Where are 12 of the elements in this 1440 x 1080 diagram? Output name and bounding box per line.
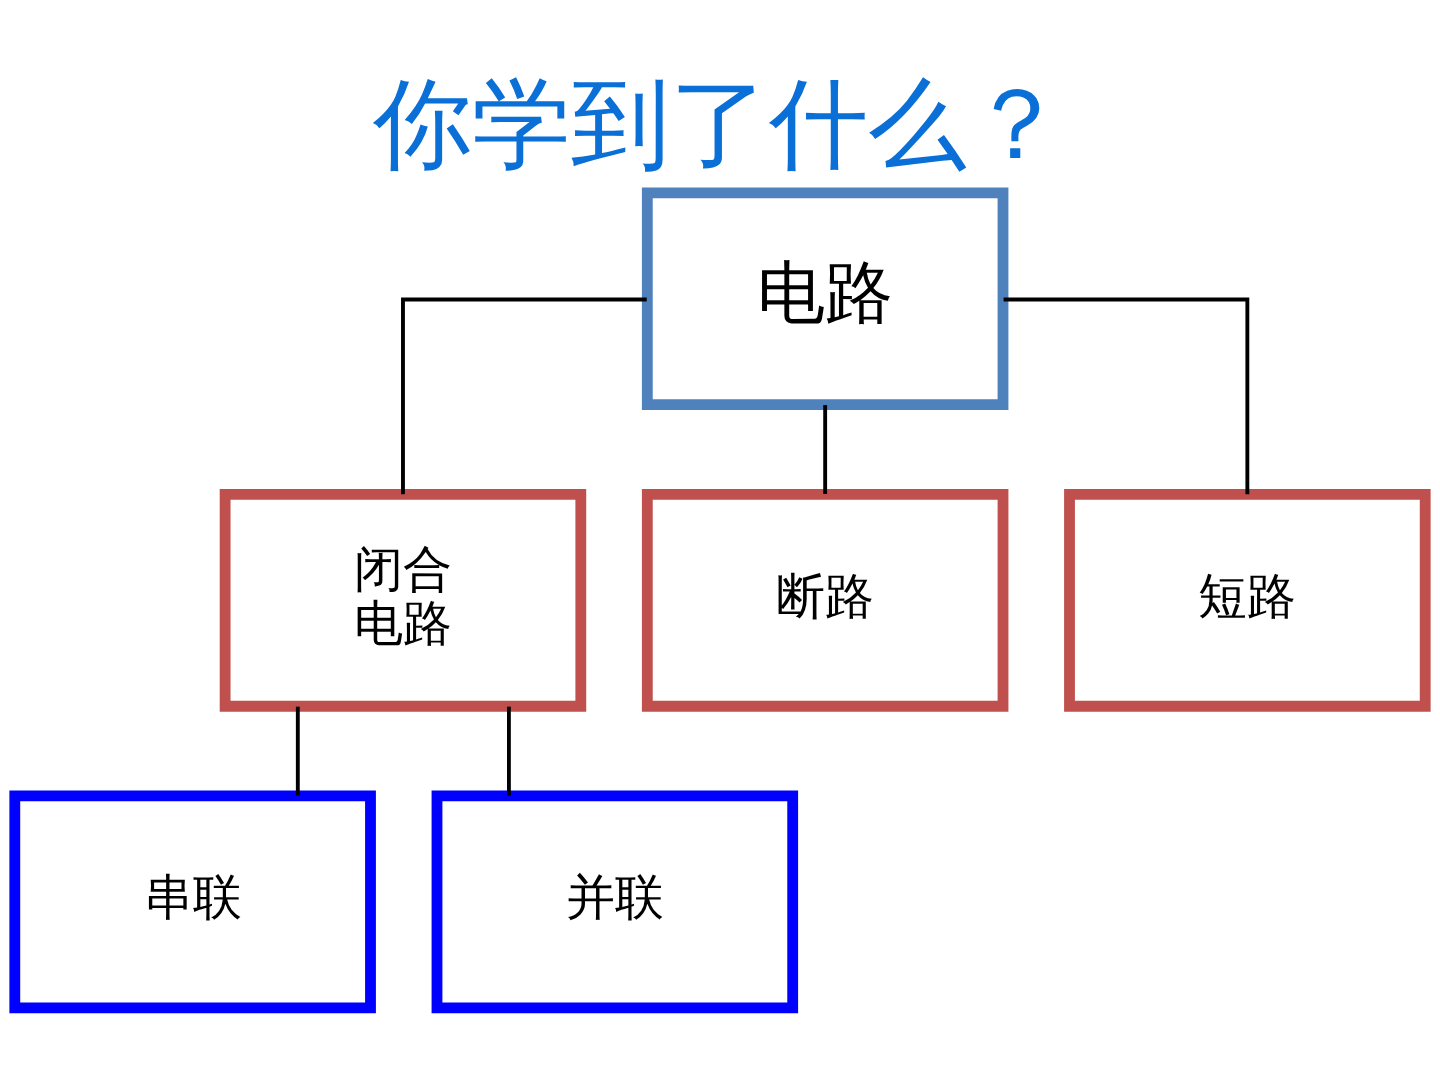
diagram-title: 你学到了什么？ — [373, 65, 1067, 181]
connector — [295, 706, 300, 796]
node-box: 短路 — [1064, 488, 1431, 712]
connector — [1003, 297, 1250, 495]
node-box: 并联 — [431, 790, 799, 1014]
node-box: 串联 — [9, 790, 376, 1014]
node-box: 闭合电路 — [219, 488, 587, 712]
node-box: 电路 — [641, 187, 1009, 411]
connector — [823, 405, 828, 494]
connector — [401, 297, 647, 495]
connector — [506, 706, 511, 796]
node-box: 断路 — [641, 488, 1009, 712]
